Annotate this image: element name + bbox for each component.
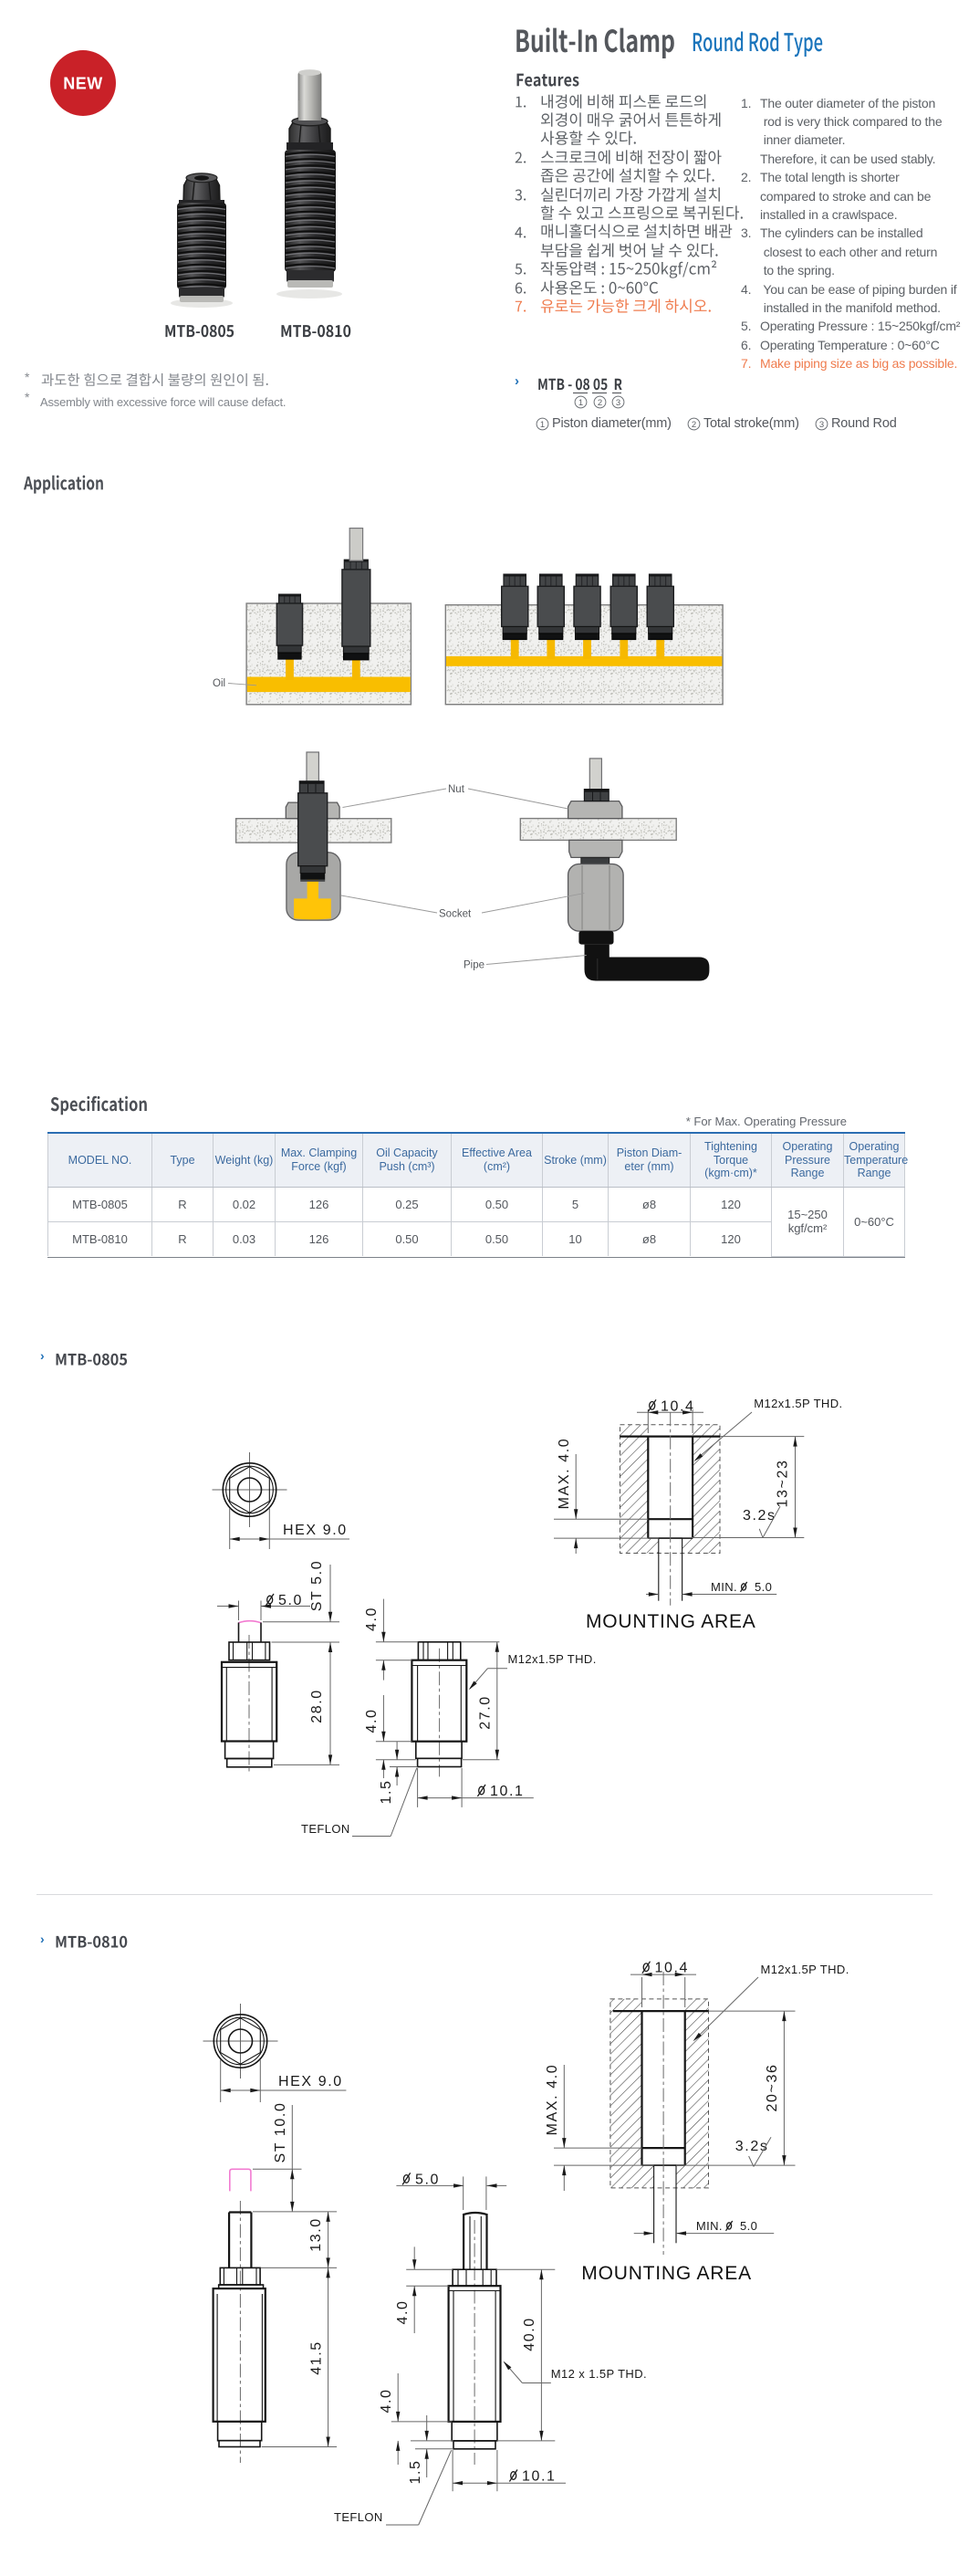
- svg-text:20~36: 20~36: [765, 2064, 780, 2112]
- svg-text:27.0: 27.0: [478, 1695, 494, 1730]
- svg-text:10.4: 10.4: [661, 1398, 695, 1414]
- svg-text:3.2s: 3.2s: [735, 2139, 769, 2154]
- svg-text:HEX 9.0: HEX 9.0: [283, 1523, 348, 1538]
- svg-text:ST 10.0: ST 10.0: [273, 2102, 288, 2163]
- svg-text:Oil: Oil: [213, 678, 225, 689]
- svg-text:1.5: 1.5: [408, 2459, 423, 2484]
- svg-text:13~23: 13~23: [776, 1460, 791, 1508]
- svg-text:10.1: 10.1: [522, 2469, 557, 2485]
- svg-text:Pipe: Pipe: [464, 960, 484, 971]
- svg-text:1.5: 1.5: [379, 1779, 394, 1804]
- svg-text:4.0: 4.0: [364, 1708, 380, 1733]
- svg-text:4.0: 4.0: [395, 2299, 411, 2324]
- svg-text:5.0: 5.0: [278, 1593, 303, 1608]
- svg-text:MAX. 4.0: MAX. 4.0: [557, 1438, 572, 1510]
- svg-text:MOUNTING AREA: MOUNTING AREA: [586, 1611, 756, 1632]
- svg-text:1: 1: [540, 419, 545, 429]
- svg-text:10.4: 10.4: [655, 1961, 690, 1976]
- svg-text:MAX. 4.0: MAX. 4.0: [545, 2064, 560, 2136]
- svg-text:5.0: 5.0: [755, 1580, 772, 1594]
- svg-text:HEX 9.0: HEX 9.0: [278, 2074, 343, 2089]
- svg-text:41.5: 41.5: [309, 2340, 325, 2375]
- svg-text:M12 x 1.5P THD.: M12 x 1.5P THD.: [551, 2367, 647, 2381]
- svg-text:Socket: Socket: [439, 909, 472, 920]
- svg-text:M12x1.5P THD.: M12x1.5P THD.: [761, 1963, 849, 1976]
- svg-text:4.0: 4.0: [364, 1607, 380, 1631]
- svg-text:5.0: 5.0: [415, 2172, 440, 2187]
- svg-text:5.0: 5.0: [740, 2219, 757, 2233]
- svg-text:13.0: 13.0: [308, 2217, 324, 2252]
- svg-text:4.0: 4.0: [379, 2388, 394, 2413]
- svg-text:MIN.: MIN.: [696, 2219, 723, 2233]
- svg-text:1: 1: [578, 398, 583, 408]
- svg-text:3.2s: 3.2s: [743, 1508, 776, 1524]
- svg-text:10.1: 10.1: [490, 1784, 525, 1799]
- svg-text:MIN.: MIN.: [711, 1580, 737, 1594]
- svg-text:28.0: 28.0: [309, 1689, 325, 1723]
- svg-text:TEFLON: TEFLON: [301, 1822, 350, 1836]
- svg-text:3: 3: [819, 419, 824, 429]
- svg-text:2: 2: [692, 419, 696, 429]
- svg-text:ST 5.0: ST 5.0: [309, 1560, 325, 1611]
- svg-text:NEW: NEW: [63, 75, 103, 93]
- svg-text:2: 2: [597, 398, 601, 408]
- svg-text:3: 3: [615, 398, 620, 408]
- svg-text:M12x1.5P THD.: M12x1.5P THD.: [508, 1652, 597, 1666]
- svg-text:TEFLON: TEFLON: [334, 2510, 383, 2524]
- svg-text:MOUNTING AREA: MOUNTING AREA: [581, 2263, 752, 2284]
- svg-text:40.0: 40.0: [522, 2317, 537, 2351]
- svg-text:Nut: Nut: [448, 784, 465, 795]
- svg-text:M12x1.5P THD.: M12x1.5P THD.: [754, 1397, 842, 1410]
